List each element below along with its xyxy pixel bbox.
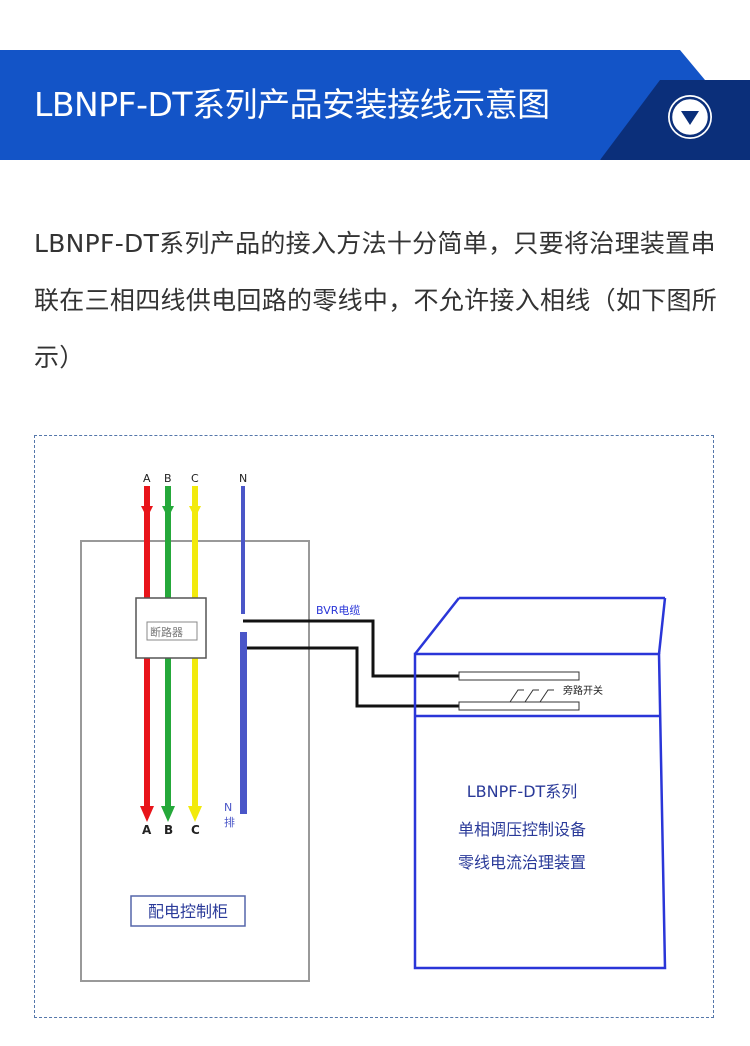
bypass-label: 旁路开关	[563, 684, 603, 697]
device-model: LBNPF-DT系列	[467, 782, 578, 801]
device-line-3: 零线电流治理装置	[458, 853, 586, 872]
n-bar-label-n: N	[224, 801, 232, 814]
cabinet-label: 配电控制柜	[148, 902, 228, 921]
bypass-switch	[458, 671, 580, 711]
cable-label: BVR电缆	[316, 604, 360, 617]
label-top-c: C	[191, 472, 199, 485]
n-bar	[240, 632, 247, 814]
n-bar-label-pai: 排	[224, 815, 235, 829]
page-title: LBNPF-DT系列产品安装接线示意图	[34, 85, 550, 124]
intro-paragraph: LBNPF-DT系列产品的接入方法十分简单，只要将治理装置串联在三相四线供电回路…	[34, 229, 718, 372]
label-top-a: A	[143, 472, 151, 485]
wiring-diagram: A B C N 断路器 A B C N 排 配电控制柜 BVR电缆	[80, 472, 667, 982]
device-box	[413, 596, 667, 970]
label-bottom-a: A	[142, 823, 152, 837]
label-top-n: N	[239, 472, 247, 485]
label-top-b: B	[164, 472, 172, 485]
cable-return	[247, 646, 555, 708]
device-line-2: 单相调压控制设备	[458, 820, 586, 839]
label-bottom-b: B	[164, 823, 173, 837]
header-banner: LBNPF-DT系列产品安装接线示意图	[0, 50, 750, 160]
breaker-label: 断路器	[150, 625, 183, 639]
chevron-down-circle-icon[interactable]	[668, 95, 712, 139]
label-bottom-c: C	[191, 823, 200, 837]
diagram-frame: A B C N 断路器 A B C N 排 配电控制柜 BVR电缆	[34, 435, 714, 1018]
cabinet-label-box	[130, 895, 246, 927]
